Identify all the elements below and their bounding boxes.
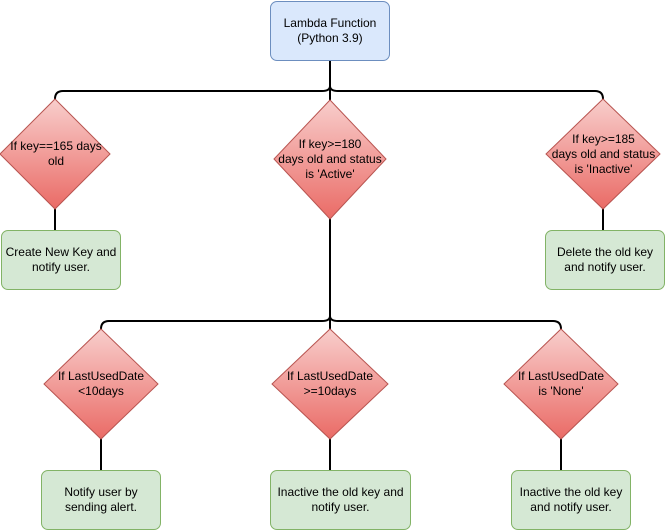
- decision-diamond-185: [545, 98, 661, 210]
- delete-old-key-node: Delete the old key and notify user.: [545, 230, 665, 290]
- decision-last-used-ge10-label: If LastUsedDate >=10days: [286, 369, 374, 398]
- decision-diamond-180: [273, 99, 387, 220]
- decision-diamond-none: [503, 328, 619, 440]
- decision-185-days-inactive-label: If key>=185 days old and status is 'Inac…: [551, 131, 656, 176]
- lambda-function-node: Lambda Function (Python 3.9): [270, 1, 390, 61]
- decision-last-used-lt10: If LastUsedDate <10days: [44, 329, 158, 439]
- decision-last-used-none-label: If LastUsedDate is 'None': [517, 369, 605, 398]
- decision-diamond-ge10: [271, 328, 389, 440]
- create-new-key-label: Create New Key and notify user.: [5, 245, 117, 274]
- notify-user-alert-node: Notify user by sending alert.: [41, 470, 161, 530]
- inactive-key-none-node: Inactive the old key and notify user.: [511, 470, 631, 530]
- decision-last-used-lt10-label: If LastUsedDate <10days: [57, 369, 145, 398]
- delete-old-key-label: Delete the old key and notify user.: [556, 245, 654, 274]
- inactive-key-ge10-node: Inactive the old key and notify user.: [270, 470, 411, 530]
- decision-180-days-active-label: If key>=180 days old and status is 'Acti…: [278, 137, 382, 181]
- decision-last-used-none: If LastUsedDate is 'None': [504, 329, 618, 439]
- decision-diamond-165: [0, 98, 111, 210]
- decision-165-days: If key==165 days old: [0, 99, 112, 209]
- notify-user-alert-label: Notify user by sending alert.: [64, 485, 138, 514]
- decision-165-days-label: If key==165 days old: [10, 139, 102, 168]
- inactive-key-none-label: Inactive the old key and notify user.: [519, 485, 623, 514]
- decision-180-days-active: If key>=180 days old and status is 'Acti…: [266, 100, 394, 219]
- lambda-function-label: Lambda Function (Python 3.9): [283, 16, 377, 45]
- inactive-key-ge10-label: Inactive the old key and notify user.: [277, 485, 404, 514]
- decision-185-days-inactive: If key>=185 days old and status is 'Inac…: [543, 99, 664, 209]
- decision-last-used-ge10: If LastUsedDate >=10days: [272, 329, 388, 439]
- decision-diamond-lt10: [43, 328, 159, 440]
- create-new-key-node: Create New Key and notify user.: [1, 230, 121, 290]
